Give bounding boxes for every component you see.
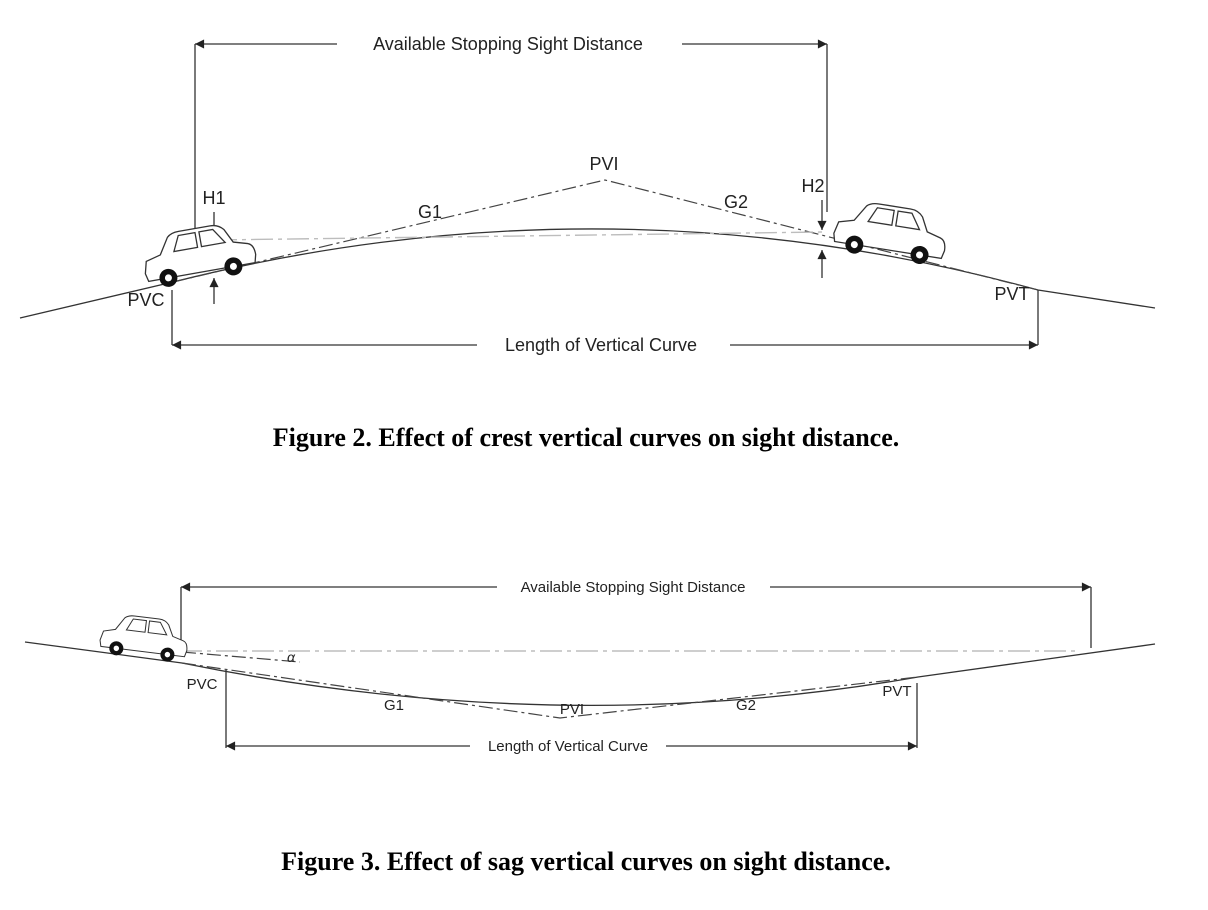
- h1-label: H1: [202, 188, 225, 208]
- sag-curve-diagram: Available Stopping Sight Distance α PVC …: [24, 579, 1156, 755]
- crest-road-profile: [19, 228, 1156, 319]
- figure-3-caption: Figure 3. Effect of sag vertical curves …: [281, 847, 891, 876]
- sag-tangent-lines: [181, 662, 919, 719]
- curve-length-label: Length of Vertical Curve: [505, 335, 697, 355]
- pvi-label: PVI: [589, 154, 618, 174]
- crest-curve-diagram: Available Stopping Sight Distance PVI G1…: [19, 34, 1156, 355]
- sag-pvt-label: PVT: [882, 683, 911, 700]
- figure-2-caption: Figure 2. Effect of crest vertical curve…: [273, 423, 900, 452]
- crest-car-left: [138, 218, 260, 292]
- sag-road-profile: [24, 641, 1156, 706]
- sag-pvc-label: PVC: [187, 676, 218, 693]
- pvt-label: PVT: [994, 284, 1029, 304]
- crest-sight-line: [214, 231, 823, 241]
- sag-car: [97, 611, 191, 665]
- sag-sight-distance-label: Available Stopping Sight Distance: [521, 579, 746, 596]
- sight-distance-label: Available Stopping Sight Distance: [373, 34, 643, 54]
- g2-label: G2: [724, 192, 748, 212]
- crest-car-right: [830, 197, 951, 269]
- h2-label: H2: [801, 176, 824, 196]
- g1-label: G1: [418, 202, 442, 222]
- sag-beam-angle-line: [181, 651, 301, 663]
- sag-g2-label: G2: [736, 697, 756, 714]
- alpha-label: α: [287, 649, 296, 665]
- sag-pvi-label: PVI: [560, 701, 584, 718]
- pvc-label: PVC: [127, 290, 164, 310]
- sag-curve-length-label: Length of Vertical Curve: [488, 738, 648, 755]
- sag-g1-label: G1: [384, 697, 404, 714]
- crest-tangent-lines: [172, 179, 1039, 291]
